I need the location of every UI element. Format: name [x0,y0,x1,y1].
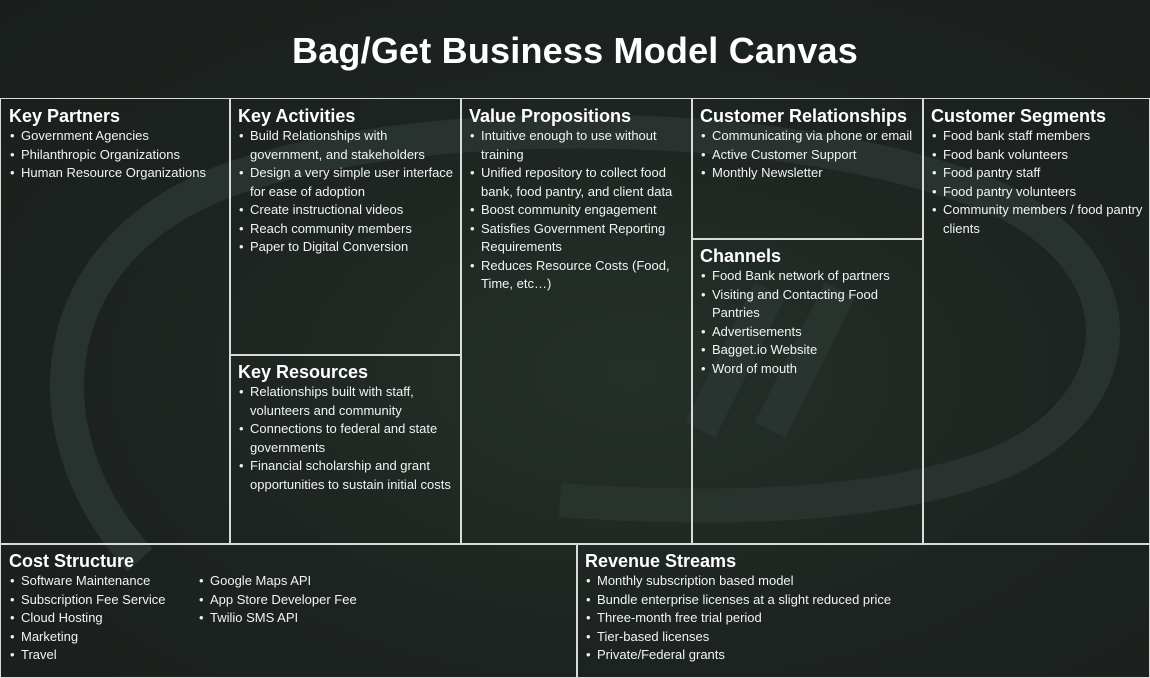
cost-structure-box: Cost Structure Software MaintenanceSubsc… [0,543,578,678]
revenue-streams-heading: Revenue Streams [585,551,737,571]
list-item: Paper to Digital Conversion [238,238,455,257]
list-item: Software Maintenance [9,572,184,591]
list-item: Intuitive enough to use without training [469,127,686,164]
list-item: Government Agencies [9,127,224,146]
customer-segments-list: Food bank staff membersFood bank volunte… [923,127,1149,238]
list-item: Word of mouth [700,360,917,379]
list-item: Food pantry volunteers [931,183,1143,202]
revenue-streams-box: Revenue Streams Monthly subscription bas… [576,543,1150,678]
list-item: Design a very simple user interface for … [238,164,455,201]
list-item: Connections to federal and state governm… [238,420,455,457]
customer-segments-box: Customer Segments Food bank staff member… [922,98,1150,545]
key-activities-heading: Key Activities [238,106,356,126]
list-item: Advertisements [700,323,917,342]
channels-heading: Channels [700,246,782,266]
key-resources-list: Relationships built with staff, voluntee… [230,383,461,494]
list-item: Financial scholarship and grant opportun… [238,457,455,494]
page-title: Bag/Get Business Model Canvas [292,30,858,71]
key-resources-box: Key Resources Relationships built with s… [229,354,462,545]
cost-structure-list-col2: Google Maps APIApp Store Developer FeeTw… [198,572,363,665]
list-item: Subscription Fee Service [9,591,184,610]
list-item: Food bank staff members [931,127,1143,146]
list-item: Reduces Resource Costs (Food, Time, etc…… [469,257,686,294]
list-item: Bagget.io Website [700,341,917,360]
list-item: Visiting and Contacting Food Pantries [700,286,917,323]
customer-relationships-list: Communicating via phone or emailActive C… [692,127,923,183]
list-item: Private/Federal grants [585,646,1143,665]
list-item: Community members / food pantry clients [931,201,1143,238]
list-item: Philanthropic Organizations [9,146,224,165]
key-activities-list: Build Relationships with government, and… [230,127,461,257]
value-propositions-list: Intuitive enough to use without training… [461,127,692,294]
list-item: Food pantry staff [931,164,1143,183]
list-item: App Store Developer Fee [198,591,357,610]
list-item: Human Resource Organizations [9,164,224,183]
revenue-streams-list: Monthly subscription based modelBundle e… [577,572,1149,665]
list-item: Build Relationships with government, and… [238,127,455,164]
list-item: Marketing [9,628,184,647]
list-item: Reach community members [238,220,455,239]
list-item: Monthly Newsletter [700,164,917,183]
list-item: Monthly subscription based model [585,572,1143,591]
list-item: Bundle enterprise licenses at a slight r… [585,591,1143,610]
key-activities-box: Key Activities Build Relationships with … [229,98,462,356]
cost-structure-heading: Cost Structure [9,551,135,571]
list-item: Tier-based licenses [585,628,1143,647]
key-partners-list: Government AgenciesPhilanthropic Organiz… [1,127,230,183]
value-propositions-box: Value Propositions Intuitive enough to u… [460,98,693,545]
list-item: Three-month free trial period [585,609,1143,628]
list-item: Google Maps API [198,572,357,591]
list-item: Active Customer Support [700,146,917,165]
cost-structure-list-col1: Software MaintenanceSubscription Fee Ser… [1,572,190,665]
list-item: Communicating via phone or email [700,127,917,146]
list-item: Cloud Hosting [9,609,184,628]
customer-relationships-heading: Customer Relationships [700,106,908,126]
list-item: Create instructional videos [238,201,455,220]
list-item: Unified repository to collect food bank,… [469,164,686,201]
key-resources-heading: Key Resources [238,362,369,382]
list-item: Boost community engagement [469,201,686,220]
key-partners-box: Key Partners Government AgenciesPhilanth… [0,98,231,545]
channels-list: Food Bank network of partnersVisiting an… [692,267,923,378]
list-item: Food Bank network of partners [700,267,917,286]
customer-relationships-box: Customer Relationships Communicating via… [691,98,924,240]
list-item: Relationships built with staff, voluntee… [238,383,455,420]
list-item: Travel [9,646,184,665]
list-item: Food bank volunteers [931,146,1143,165]
key-partners-heading: Key Partners [9,106,121,126]
customer-segments-heading: Customer Segments [931,106,1107,126]
list-item: Satisfies Government Reporting Requireme… [469,220,686,257]
value-propositions-heading: Value Propositions [469,106,632,126]
list-item: Twilio SMS API [198,609,357,628]
channels-box: Channels Food Bank network of partnersVi… [691,238,924,545]
